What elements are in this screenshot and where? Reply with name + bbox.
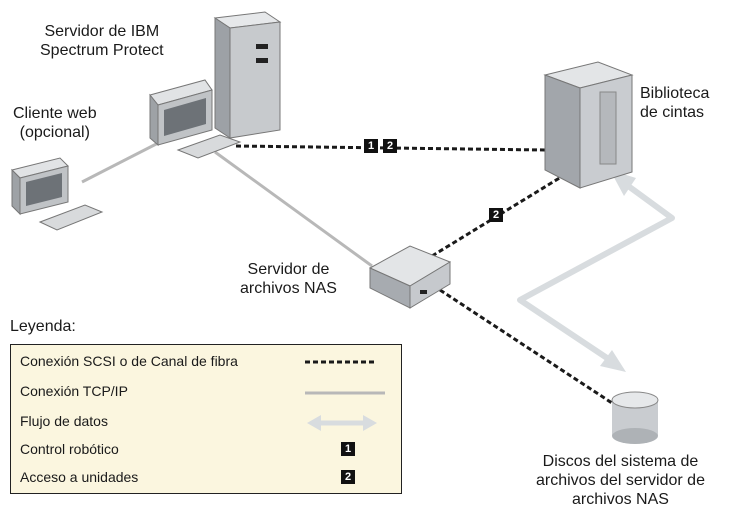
nas-disks-icon [611, 391, 659, 444]
tape-library-label: Biblioteca de cintas [640, 85, 710, 121]
scsi-nas-disks [439, 288, 613, 405]
legend-item-data-flow: Flujo de datos [20, 413, 108, 429]
legend-item-drive-access: Acceso a unidades [20, 469, 139, 485]
data-flow-arrow [517, 177, 675, 363]
server-label: Servidor de IBM Spectrum Protect [40, 23, 164, 59]
legend-box: Conexión SCSI o de Canal de fibra Conexi… [10, 344, 402, 494]
web-client-label: Cliente web (opcional) [13, 105, 97, 141]
legend-double-arrow-symbol [307, 415, 377, 431]
web-client-computer-icon [11, 157, 104, 231]
legend-item-tcpip: Conexión TCP/IP [20, 383, 128, 399]
nas-server-label: Servidor de archivos NAS [240, 261, 337, 297]
tcpip-client-server [81, 136, 169, 184]
data-flow-arrowhead-bottom [600, 350, 626, 372]
robotic-control-badge: 1 [364, 139, 378, 153]
nas-server-icon [368, 245, 452, 309]
legend-item-robotic-control: Control robótico [20, 441, 119, 457]
tcpip-server-nas [214, 150, 373, 268]
legend-title: Leyenda: [10, 318, 76, 335]
drive-access-badge: 2 [383, 139, 397, 153]
scsi-nas-library [431, 172, 567, 258]
legend-symbols [305, 360, 385, 431]
server-tower-icon [149, 11, 282, 159]
legend-item-scsi: Conexión SCSI o de Canal de fibra [20, 353, 238, 369]
legend-badge-2: 2 [341, 470, 355, 484]
legend-badge-1: 1 [341, 442, 355, 456]
drive-access-badge-nas: 2 [489, 208, 503, 222]
tape-library-icon [543, 61, 634, 189]
nas-disks-label: Discos del sistema de archivos del servi… [536, 453, 705, 508]
